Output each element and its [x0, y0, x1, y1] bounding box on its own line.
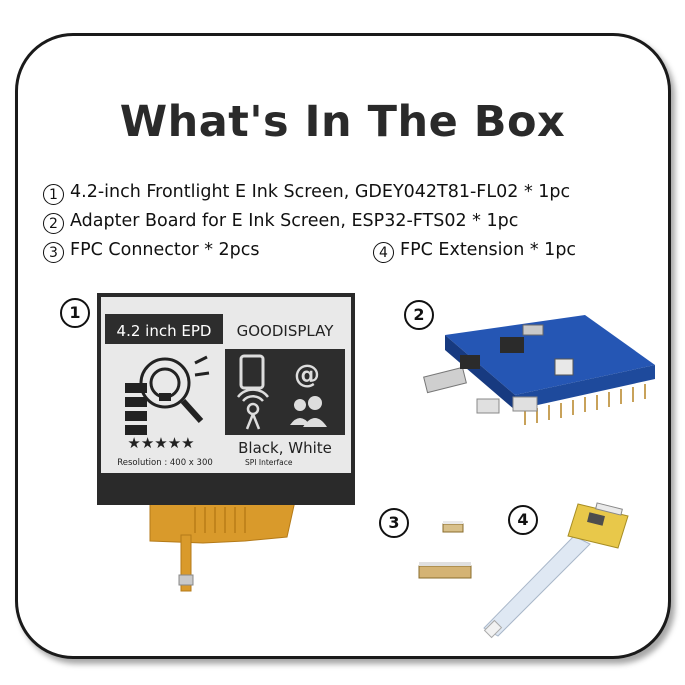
screen-color-text: Black, White	[238, 439, 332, 457]
page-title: What's In The Box	[119, 97, 566, 147]
at-sign-icon: @	[294, 360, 320, 390]
item-number-2: 2	[43, 213, 64, 234]
screen-stars: ★★★★★	[127, 434, 194, 452]
adapter-board-image	[423, 315, 655, 425]
item-2: 2 Adapter Board for E Ink Screen, ESP32-F…	[43, 211, 518, 234]
broadcast-icon	[237, 388, 269, 430]
item-text-2: Adapter Board for E Ink Screen, ESP32-FT…	[70, 211, 519, 231]
screen-header-right: GOODISPLAY	[237, 322, 335, 340]
screen-header-left: 4.2 inch EPD	[117, 322, 212, 340]
screen-interface: SPI Interface	[245, 458, 293, 467]
item-number-4: 4	[373, 242, 394, 263]
marker-4: 4	[508, 505, 538, 535]
item-1: 1 4.2-inch Frontlight E Ink Screen, GDEY0…	[43, 182, 570, 205]
screen-resolution: Resolution : 400 x 300	[117, 458, 213, 468]
fpc-extension-image	[483, 502, 629, 639]
item-number-3: 3	[43, 242, 64, 263]
users-icon	[290, 396, 327, 427]
fpc-connectors-image	[418, 521, 472, 579]
item-text-4: FPC Extension * 1pc	[400, 240, 577, 260]
item-text-1: 4.2-inch Frontlight E Ink Screen, GDEY04…	[70, 182, 571, 202]
eink-screen-image: 4.2 inch EPD GOODISPLAY ★★★★★ Resolution…	[97, 293, 355, 592]
tablet-icon	[239, 354, 265, 390]
item-3: 3 FPC Connector * 2pcs	[43, 240, 260, 263]
marker-3: 3	[379, 508, 409, 538]
bulb-idea-icon	[125, 355, 210, 435]
item-text-3: FPC Connector * 2pcs	[70, 240, 260, 260]
marker-2: 2	[404, 300, 434, 330]
item-4: 4 FPC Extension * 1pc	[373, 240, 576, 263]
marker-1: 1	[60, 298, 90, 328]
item-number-1: 1	[43, 184, 64, 205]
